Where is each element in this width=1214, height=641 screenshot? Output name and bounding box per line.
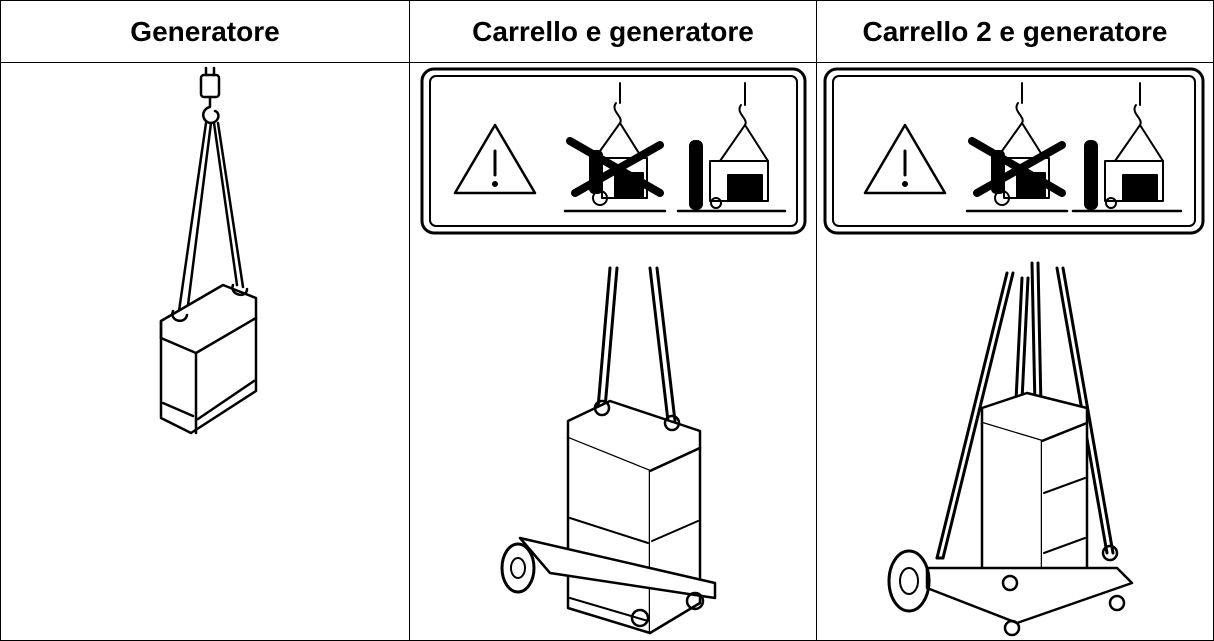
- allowed-cart-icon: [676, 82, 787, 213]
- forbidden-bottle-cart-icon: [563, 82, 667, 213]
- allowed-cart-icon: [1071, 82, 1183, 213]
- generator-lifting-illustration: [159, 66, 258, 435]
- cell-carrello-e-generatore: [410, 63, 817, 640]
- cart-and-generator-lifting-illustration: [420, 67, 807, 635]
- forbidden-bottle-cart-icon: [965, 82, 1069, 213]
- header-carrello-e-generatore: Carrello e generatore: [410, 1, 817, 62]
- header-carrello-2-e-generatore: Carrello 2 e generatore: [862, 15, 1168, 47]
- warning-triangle-icon: [863, 123, 947, 195]
- cart2-and-generator-lifting-illustration: [823, 67, 1205, 637]
- header-generatore: Generatore: [1, 1, 410, 62]
- cell-generatore: [1, 63, 410, 640]
- table-header-row: Generatore Carrello e generatore Carrell…: [1, 1, 1213, 63]
- table-body-row: [1, 63, 1213, 640]
- warning-triangle-icon: [453, 123, 537, 195]
- cell-carrello-2-e-generatore: [817, 63, 1213, 640]
